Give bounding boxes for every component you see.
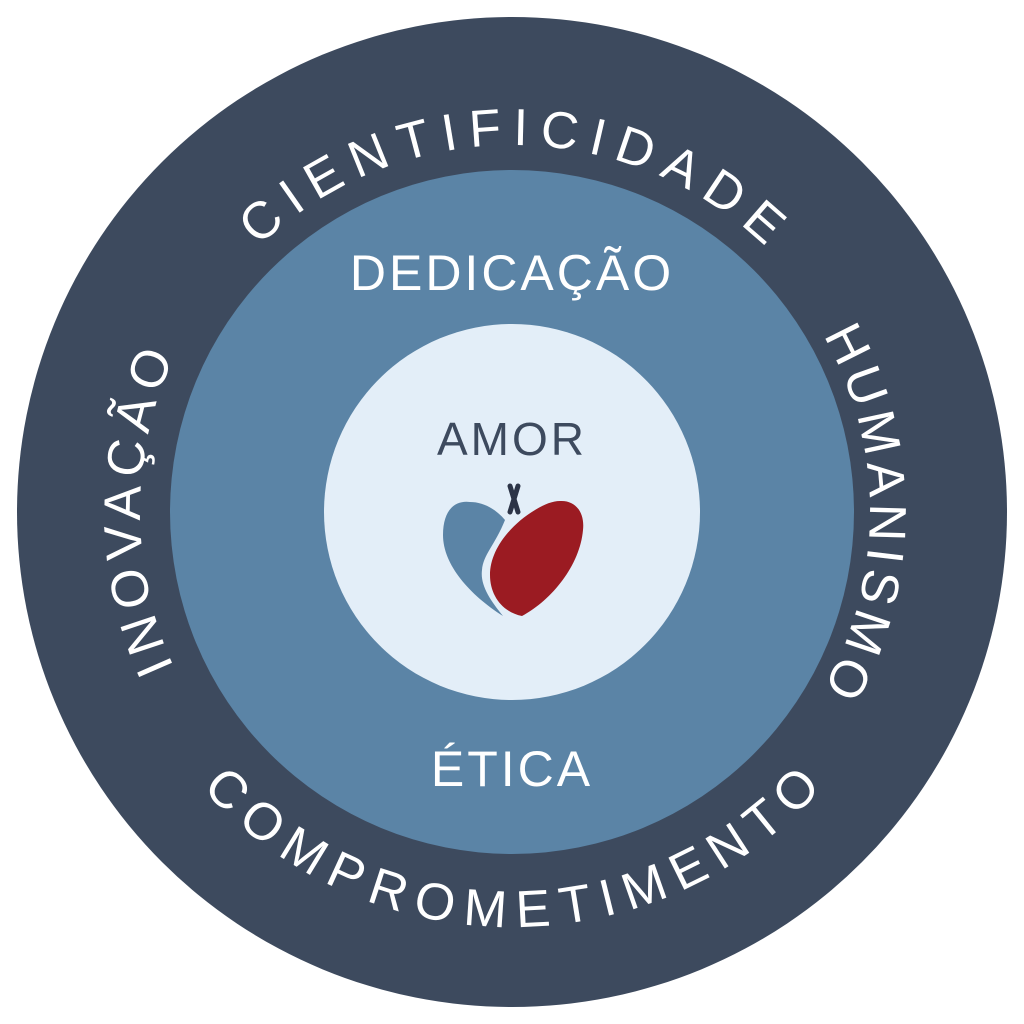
heart-left-half-icon: [443, 501, 505, 616]
middle-label-bottom: ÉTICA: [431, 741, 593, 797]
heart-stem-icon: [507, 483, 521, 515]
heart-logo-icon: [443, 483, 584, 616]
middle-label-top: DEDICAÇÃO: [350, 245, 674, 301]
heart-right-half-icon: [490, 500, 584, 616]
core-label: AMOR: [437, 413, 587, 465]
